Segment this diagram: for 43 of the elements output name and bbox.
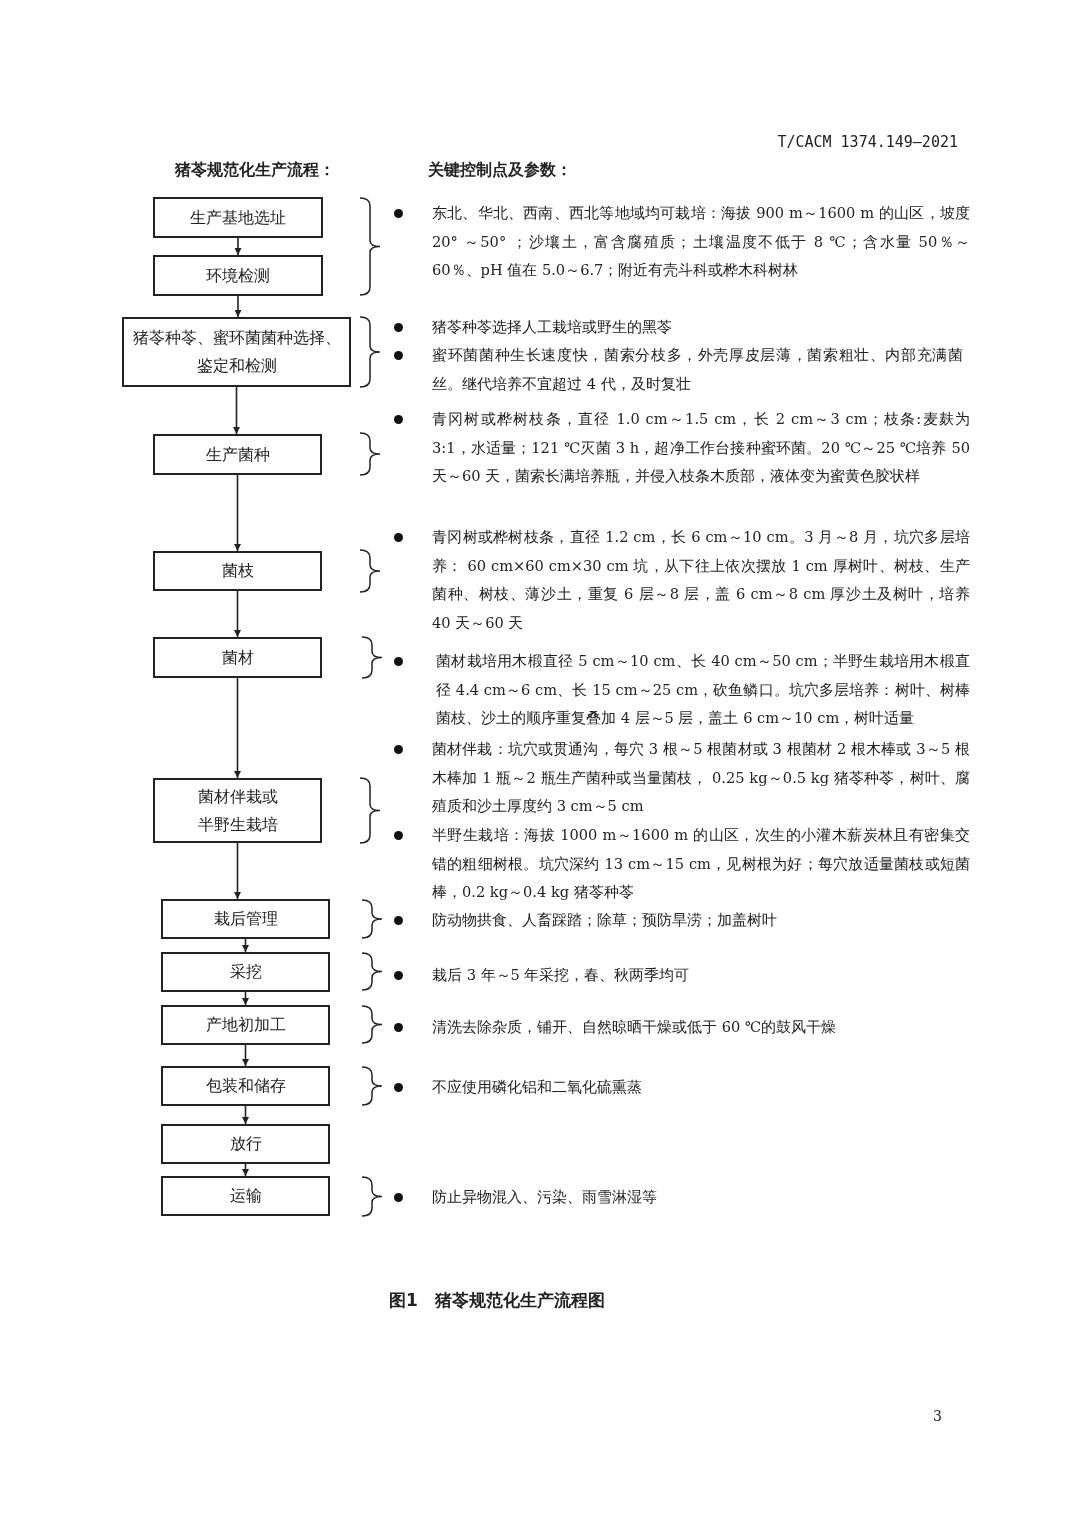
- arrow: [234, 237, 242, 256]
- arrow: [242, 1163, 249, 1177]
- bullet-text: 猪苓种苓选择人工栽培或野生的黑苓: [432, 317, 673, 337]
- process-box: 运输: [161, 1176, 330, 1216]
- arrow: [234, 474, 241, 552]
- column-heading: 猪苓规范化生产流程：: [175, 160, 335, 181]
- bullet-text: 清洗去除杂质，铺开、自然晾晒干燥或低于 60 ℃的鼓风干燥: [432, 1017, 838, 1037]
- bullet-text: 不应使用磷化铝和二氧化硫熏蒸: [432, 1077, 643, 1097]
- process-box: 栽后管理: [161, 899, 330, 939]
- bullet-text: 菌材栽培用木椴直径 5 cm～10 cm、长 40 cm～50 cm；半野生栽培用木椴直径 4.4 cm～6 cm、长 15 cm～25 cm，砍鱼鳞口。坑穴多层培养：树叶、树棒菌枝、沙土的顺序重复叠加 4 层～5 层，盖土 6 cm～10 cm，树叶适量: [436, 651, 970, 728]
- arrow: [242, 991, 249, 1006]
- process-box: 生产菌种: [153, 434, 322, 475]
- arrow: [233, 386, 240, 435]
- bullet-text: 青冈树或桦树枝条，直径 1.2 cm，长 6 cm～10 cm。3 月～8 月，坑穴多层培养： 60 cm×60 cm×30 cm 坑，从下往上依次摆放 1 cm 厚树叶、树枝、生产菌种、树枝、薄沙土，重复 6 层～8 层，盖 6 cm～8 cm 厚沙土及树叶，培养 40 天～60 天: [432, 527, 970, 633]
- process-box: 产地初加工: [161, 1005, 330, 1045]
- bullet-text: 栽后 3 年～5 年采挖，春、秋两季均可: [432, 965, 691, 985]
- bullet-text: 蜜环菌菌种生长速度快，菌索分枝多，外壳厚皮层薄，菌索粗壮、内部充满菌丝。继代培养不宜超过 4 代，及时复壮: [432, 345, 963, 394]
- bullet-text: 半野生栽培：海拔 1000 m～1600 m 的山区，次生的小灌木薪炭林且有密集交错的粗细树根。坑穴深约 13 cm～15 cm，见树根为好；每穴放适量菌枝或短菌棒，0.2 kg～0.4 kg 猪苓种苓: [432, 825, 970, 902]
- page-number: 3: [933, 1407, 942, 1426]
- process-box: 猪苓种苓、蜜环菌菌种选择、鉴定和检测: [122, 317, 351, 387]
- process-box: 菌材: [153, 637, 322, 678]
- process-box: 环境检测: [153, 255, 323, 296]
- bullet-text: 青冈树或桦树枝条，直径 1.0 cm～1.5 cm，长 2 cm～3 cm；枝条:麦麸为 3:1，水适量；121 ℃灭菌 3 h，超净工作台接种蜜环菌。20 ℃～25 ℃培养 50 天～60 天，菌索长满培养瓶，并侵入枝条木质部，液体变为蜜黄色胶状样: [432, 409, 970, 486]
- process-box: 包装和储存: [161, 1066, 330, 1106]
- arrow: [234, 677, 241, 779]
- process-box: 生产基地选址: [153, 197, 323, 238]
- bullet-text: 菌材伴栽：坑穴或贯通沟，每穴 3 根～5 根菌材或 3 根菌材 2 根木棒或 3～5 根木棒加 1 瓶～2 瓶生产菌种或当量菌枝， 0.25 kg～0.5 kg 猪苓种苓，树叶、腐殖质和沙土厚度约 3 cm～5 cm: [432, 739, 970, 816]
- arrow: [234, 590, 241, 638]
- process-box: 采挖: [161, 952, 330, 992]
- process-box: 菌材伴栽或半野生栽培: [153, 778, 322, 843]
- standard-number: T/CACM 1374.149—2021: [777, 132, 958, 153]
- bullet-text: 防动物拱食、人畜踩踏；除草；预防旱涝；加盖树叶: [432, 910, 778, 930]
- arrow: [242, 1044, 249, 1067]
- arrow: [242, 1105, 249, 1125]
- arrow: [234, 842, 241, 900]
- figure-caption: 图1 猪苓规范化生产流程图: [388, 1289, 606, 1312]
- bullet-text: 东北、华北、西南、西北等地域均可栽培：海拔 900 m～1600 m 的山区，坡度 20° ～50° ；沙壤土，富含腐殖质；土壤温度不低于 8 ℃；含水量 50％～60％、pH 值在 5.0～6.7；附近有壳斗科或桦木科树林: [432, 203, 970, 280]
- arrow: [242, 938, 249, 953]
- process-box: 放行: [161, 1124, 330, 1164]
- process-box: 菌枝: [153, 551, 322, 591]
- column-heading: 关键控制点及参数：: [428, 160, 572, 181]
- arrow: [234, 295, 242, 318]
- bullet-text: 防止异物混入、污染、雨雪淋湿等: [432, 1187, 658, 1207]
